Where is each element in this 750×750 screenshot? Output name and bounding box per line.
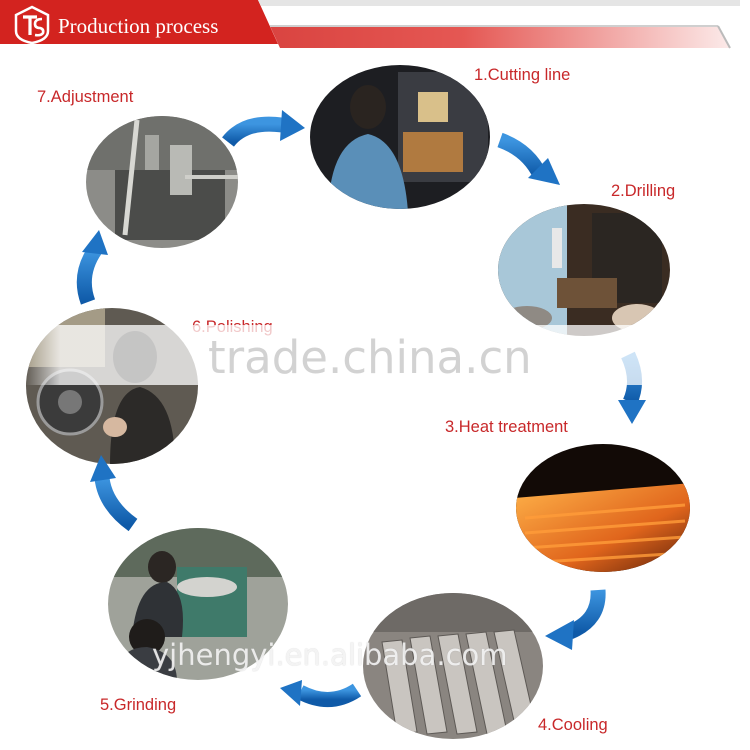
watermark-center: trade.china.cn bbox=[208, 331, 532, 384]
watermark-strip bbox=[25, 325, 725, 385]
arrowhead-1 bbox=[280, 110, 305, 141]
grinding-photo bbox=[108, 528, 288, 680]
step-label-adjustment: 7.Adjustment bbox=[37, 88, 134, 106]
adjustment-photo bbox=[86, 116, 238, 248]
arrowhead-2 bbox=[528, 158, 560, 185]
watermark-bottom: yjhengyi.en.alibaba.com bbox=[152, 638, 508, 672]
cooling-photo bbox=[363, 593, 543, 739]
arrowhead-4 bbox=[545, 620, 574, 650]
step-label-cutting-line: 1.Cutting line bbox=[474, 66, 571, 84]
step-label-drilling: 2.Drilling bbox=[611, 182, 676, 200]
arrow-heat-to-cooling bbox=[566, 589, 606, 639]
page-title: Production process bbox=[58, 14, 219, 38]
step-label-grinding: 5.Grinding bbox=[100, 696, 177, 714]
company-logo bbox=[14, 5, 50, 45]
arrowhead-3 bbox=[618, 400, 646, 424]
cutting-line-photo bbox=[310, 65, 490, 209]
arrow-cooling-to-grinding bbox=[296, 683, 362, 707]
heat-treatment-photo bbox=[516, 444, 690, 572]
arrow-cutting-to-drilling bbox=[497, 132, 547, 179]
arrow-grinding-to-polishing bbox=[94, 476, 138, 532]
step-label-heat-treatment: 3.Heat treatment bbox=[445, 418, 568, 436]
arrow-polishing-to-adjustment bbox=[76, 245, 102, 305]
drilling-photo bbox=[498, 204, 670, 336]
arrowhead-5 bbox=[280, 680, 302, 706]
step-label-cooling: 4.Cooling bbox=[538, 716, 608, 734]
header-banner bbox=[0, 0, 740, 49]
